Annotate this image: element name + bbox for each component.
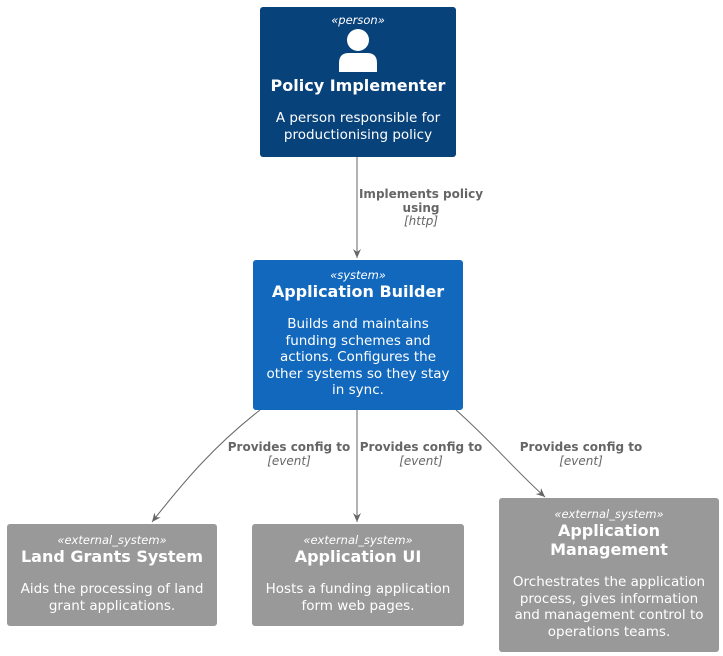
node-title: Land Grants System (20, 547, 203, 566)
person-icon (339, 29, 377, 72)
node-title: Application UI (294, 547, 422, 566)
stereotype-label: «external_system» (57, 533, 167, 547)
stereotype-label: «system» (330, 268, 386, 282)
edge-builder-to-land-grants (151, 409, 261, 523)
node-title: Policy Implementer (270, 76, 446, 95)
node-description: A person responsible for productionising… (275, 110, 441, 143)
node-description: Orchestrates the application process, gi… (512, 574, 706, 640)
edge-label-config-application-ui: Provides config to [event] (358, 440, 484, 468)
node-description: Hosts a funding application form web pag… (265, 581, 451, 614)
stereotype-label: «person» (331, 13, 385, 27)
relationship-technology: [event] (559, 453, 603, 468)
relationship-technology: [event] (399, 453, 443, 468)
node-policy-implementer[interactable]: «person» Policy Implementer A person res… (260, 7, 456, 157)
node-land-grants-system[interactable]: «external_system» Land Grants System Aid… (7, 524, 217, 626)
edge-label-config-land-grants: Provides config to [event] (226, 440, 352, 468)
edge-label-config-application-management: Provides config to [event] (518, 440, 644, 468)
node-application-builder[interactable]: «system» Application Builder Builds and … (253, 260, 463, 410)
relationship-technology: [event] (267, 453, 311, 468)
relationship-label: Provides config to (227, 440, 351, 454)
relationship-label: Provides config to (519, 440, 643, 454)
node-title: Application Builder (271, 282, 445, 301)
relationship-label: Implements policy using (358, 187, 484, 215)
node-description: Builds and maintains funding schemes and… (266, 316, 450, 398)
stereotype-label: «external_system» (554, 507, 664, 521)
edge-label-implements-policy: Implements policy using [http] (356, 187, 486, 229)
node-application-ui[interactable]: «external_system» Application UI Hosts a… (252, 524, 464, 626)
edge-builder-to-application-management (455, 409, 546, 498)
relationship-technology: [http] (404, 214, 438, 228)
node-description: Aids the processing of land grant applic… (20, 581, 204, 614)
node-title: Application Management (550, 521, 668, 559)
stereotype-label: «external_system» (303, 533, 413, 547)
relationship-label: Provides config to (359, 440, 483, 454)
node-application-management[interactable]: «external_system» Application Management… (499, 498, 719, 652)
